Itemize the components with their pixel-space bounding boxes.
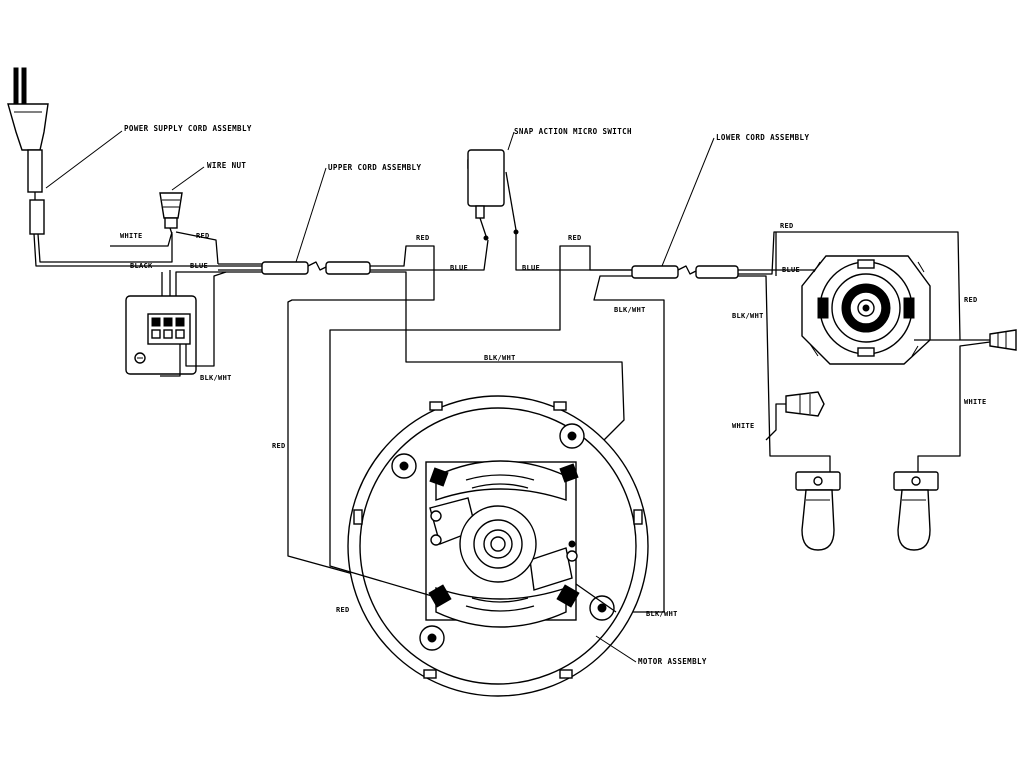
label-blk-wht-2: BLK/WHT [484,354,516,362]
label-red-6: RED [272,442,286,450]
wire-red-motor-left [287,245,441,599]
terminal-box [125,295,197,375]
label-blue-4: BLUE [782,266,800,274]
upper-cord-sleeve-1 [261,261,309,275]
wire-white-left [110,231,173,247]
wire-blk-wht-motor [370,271,625,471]
wire-blue-upper [370,239,489,271]
motor-assembly [347,395,649,697]
leader-upper-cord [295,167,327,263]
label-motor-assembly: MOTOR ASSEMBLY [638,657,707,666]
wire-black-left [37,227,173,263]
label-red-3: RED [568,234,582,242]
wire-nut-right-mid [785,391,825,417]
leader-micro-switch [507,131,515,151]
power-plug [7,67,49,235]
label-micro-switch: SNAP ACTION MICRO SWITCH [514,127,632,136]
plug-prong-left [13,67,19,105]
label-blue-2: BLUE [450,264,468,272]
label-white-2: WHITE [732,422,755,430]
leader-motor [595,635,637,663]
wire-blk-wht-lights [738,275,831,472]
wire-nut-right-top [989,329,1017,351]
label-black-1: BLACK [130,262,153,270]
wire-white-right [917,341,991,472]
leader-power-cord [45,130,123,189]
label-blue-1: BLUE [190,262,208,270]
label-blk-wht-3: BLK/WHT [614,306,646,314]
light-bulb-right [893,471,939,551]
leader-lower-cord [661,137,715,267]
lower-cord-sleeve-1 [631,265,679,279]
leader-wire-nut [171,166,205,191]
label-blk-wht-5: BLK/WHT [646,610,678,618]
label-white-1: WHITE [120,232,143,240]
cord-sleeve [29,199,45,235]
label-wire-nut: WIRE NUT [207,161,246,170]
label-red-1: RED [196,232,210,240]
label-blue-3: BLUE [522,264,540,272]
micro-switch-body [467,149,505,207]
label-red-4: RED [780,222,794,230]
plug-prong-right [21,67,27,105]
label-white-3: WHITE [964,398,987,406]
brush-motor [801,255,931,365]
wire-red-left [175,231,219,265]
upper-cord-sleeve-2 [325,261,371,275]
plug-body [7,103,49,151]
wire-red-right [738,231,990,341]
label-power-supply-cord: POWER SUPPLY CORD ASSEMBLY [124,124,252,133]
light-bulb-left [795,471,841,551]
cord-strain-relief [27,149,43,193]
label-red-5: RED [964,296,978,304]
wire-blk-wht-right [593,275,665,613]
wire-blue-lower [515,232,560,271]
lower-cord-sleeve-2 [695,265,739,279]
label-red-2: RED [416,234,430,242]
label-blk-wht-4: BLK/WHT [732,312,764,320]
wire-nut-left [159,192,183,229]
wire-blk-wht-left [185,271,227,367]
label-upper-cord: UPPER CORD ASSEMBLY [328,163,421,172]
label-blk-wht-1: BLK/WHT [200,374,232,382]
label-lower-cord: LOWER CORD ASSEMBLY [716,133,809,142]
label-red-7: RED [336,606,350,614]
micro-switch [467,149,519,241]
